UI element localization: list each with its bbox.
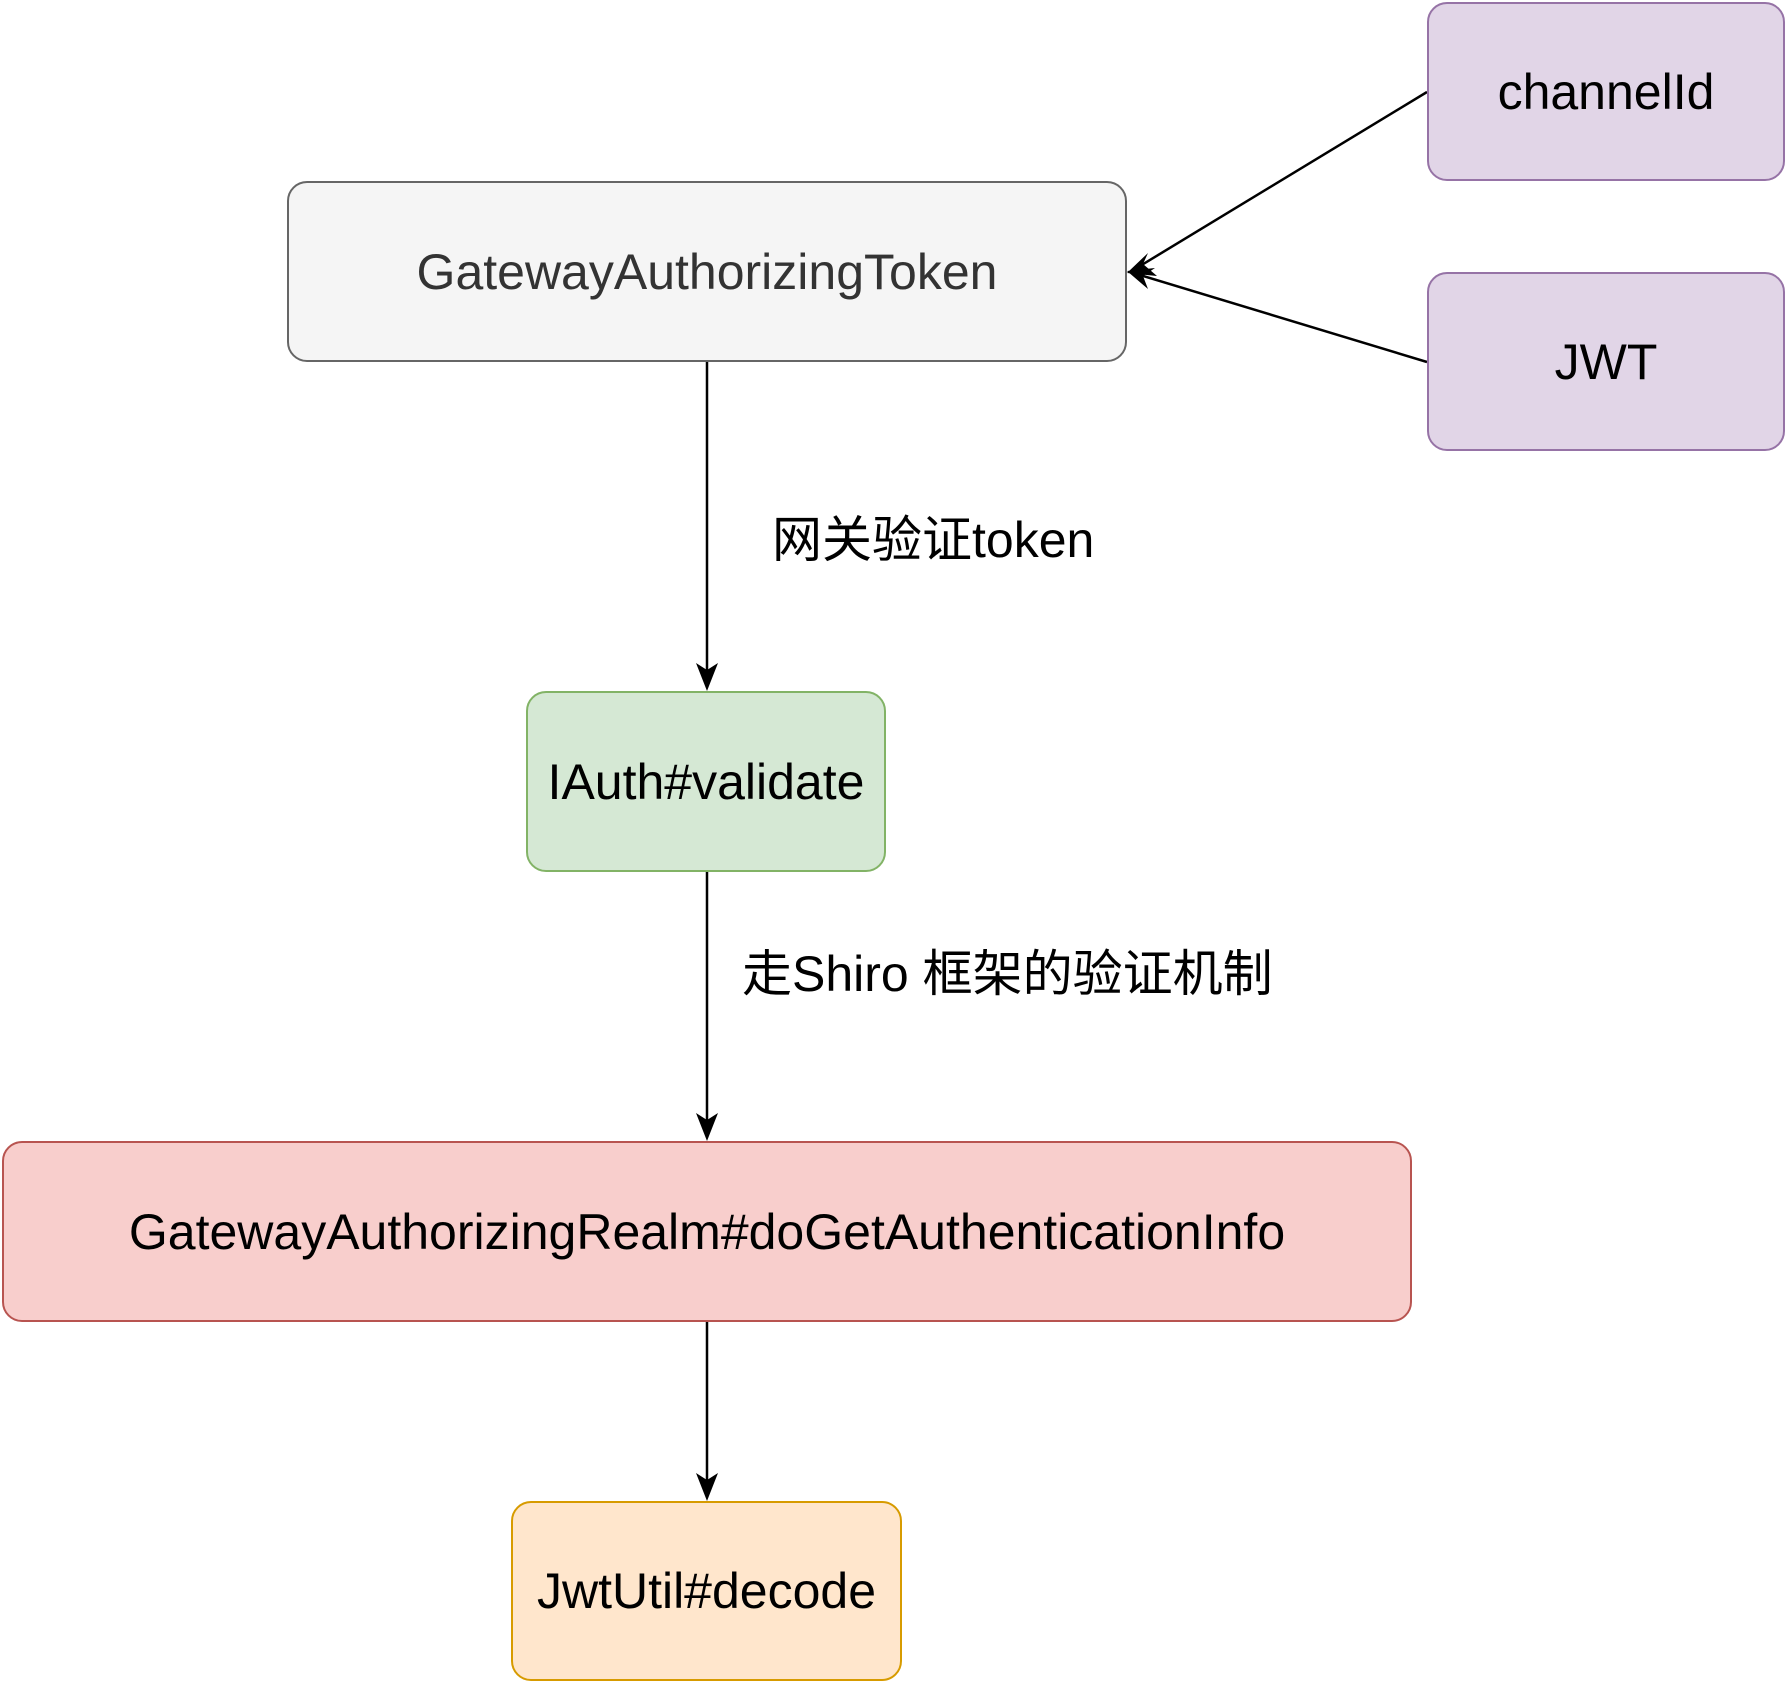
edge-label-gateway-validate-token: 网关验证token xyxy=(772,512,1095,568)
node-gateway-authorizing-realm-label: GatewayAuthorizingRealm#doGetAuthenticat… xyxy=(128,1203,1286,1260)
node-gateway-authorizing-realm[interactable]: GatewayAuthorizingRealm#doGetAuthenticat… xyxy=(2,1141,1412,1322)
node-channel-id[interactable]: channelId xyxy=(1427,2,1785,181)
edge-channelid-to-token xyxy=(1139,90,1428,268)
edge-label-shiro-validation: 走Shiro 框架的验证机制 xyxy=(742,946,1273,1002)
node-jwt-label: JWT xyxy=(1554,333,1658,390)
node-iauth-validate-label: IAuth#validate xyxy=(547,753,865,810)
arrowhead-validate-to-realm xyxy=(696,1113,718,1141)
node-jwt[interactable]: JWT xyxy=(1427,272,1785,451)
node-iauth-validate[interactable]: IAuth#validate xyxy=(526,691,886,872)
node-channel-id-label: channelId xyxy=(1497,63,1715,120)
node-gateway-authorizing-token-label: GatewayAuthorizingToken xyxy=(416,243,998,300)
arrowhead-jwt-to-token xyxy=(1127,268,1155,289)
arrowhead-token-to-validate xyxy=(696,663,718,691)
edge-jwt-to-token xyxy=(1139,273,1428,364)
node-gateway-authorizing-token[interactable]: GatewayAuthorizingToken xyxy=(287,181,1127,362)
arrowhead-realm-to-jwtutil xyxy=(696,1473,718,1501)
node-jwt-util-decode[interactable]: JwtUtil#decode xyxy=(511,1501,902,1681)
node-jwt-util-decode-label: JwtUtil#decode xyxy=(536,1563,877,1619)
